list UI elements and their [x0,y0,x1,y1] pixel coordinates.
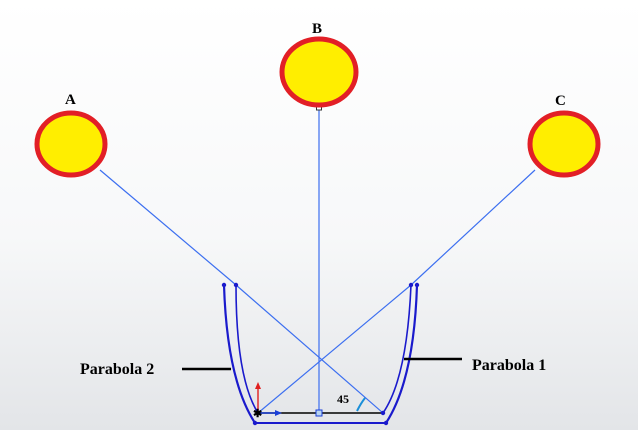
sun-c [527,110,601,178]
reflected-ray-right [257,284,412,414]
parabola-2-outer [222,284,256,424]
reflected-ray-left [235,284,384,414]
parabola-2-label: Parabola 2 [80,361,154,378]
parabola-2-inner [235,284,259,414]
sun-a [34,110,108,178]
angle-label: 45 [337,392,349,406]
ray-a [99,169,237,286]
origin-star: ✱ [253,408,262,420]
angle-arc-icon [356,397,366,412]
parabola-1-label: Parabola 1 [472,357,546,374]
origin-axes-icon: ✱ [253,382,282,420]
ray-b-endpoint-square [315,409,323,417]
parabola-1-outer [385,284,419,424]
sun-a-label: A [65,92,76,108]
ray-c [410,169,536,286]
sun-c-label: C [555,93,566,109]
sun-b [279,36,359,108]
parabola-1-inner [382,284,412,414]
sun-b-label: B [312,21,322,37]
vertex-markers [221,282,420,426]
